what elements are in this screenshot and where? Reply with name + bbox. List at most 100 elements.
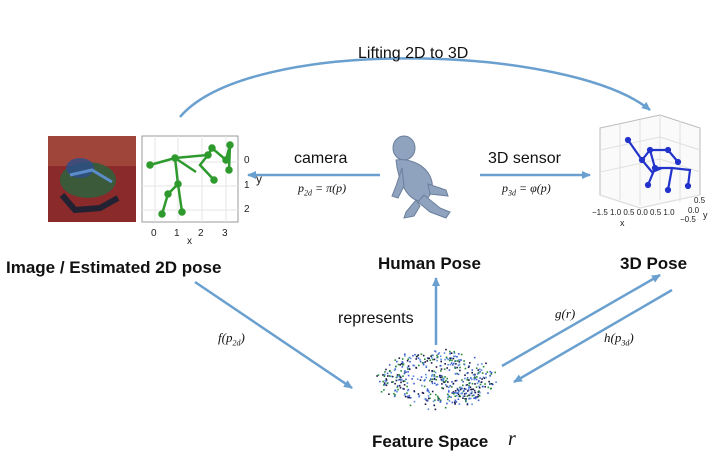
feature-point	[477, 372, 480, 374]
feature-point	[461, 379, 463, 381]
feature-point	[477, 395, 479, 398]
feature-point	[397, 388, 399, 391]
feature-point	[437, 356, 439, 358]
feature-point	[474, 383, 476, 385]
feature-point	[406, 389, 409, 392]
feature-point	[433, 370, 435, 373]
feature-point	[449, 357, 451, 359]
feature-point	[471, 394, 474, 397]
feature-point	[446, 377, 448, 380]
feature-point	[483, 377, 486, 379]
feature-point	[386, 382, 389, 384]
plot2d-ylabel: y	[256, 172, 262, 186]
feature-point	[468, 365, 470, 368]
feature-point	[470, 388, 473, 391]
feature-point	[452, 382, 455, 385]
feature-point	[396, 375, 399, 378]
feature-point	[393, 369, 396, 371]
feature-point	[393, 392, 395, 395]
plot2d-xtick: 1	[174, 228, 180, 239]
feature-point	[405, 371, 407, 373]
feature-point	[394, 368, 397, 370]
feature-point	[441, 376, 444, 378]
feature-point	[407, 358, 409, 360]
plot3d-xticks: −1.5 1.0 0.5 0.0 0.5 1.0	[592, 208, 675, 217]
feature-point	[454, 380, 457, 382]
feature-point	[476, 396, 478, 399]
feature-point	[383, 384, 385, 386]
feature-point	[413, 390, 415, 392]
feature-point	[462, 397, 464, 399]
h-arrow	[513, 288, 673, 384]
feature-point	[446, 385, 448, 388]
feature-point	[379, 380, 381, 383]
feature-point	[406, 392, 408, 394]
feature-point	[438, 352, 441, 354]
feature-point	[446, 393, 449, 396]
feature-point	[452, 357, 455, 360]
feature-point	[465, 400, 467, 403]
feature-point	[490, 373, 493, 375]
feature-point	[431, 373, 434, 376]
feature-point	[419, 358, 421, 361]
feature-point	[471, 369, 474, 371]
feature-point	[420, 353, 423, 355]
feature-point	[450, 352, 453, 354]
feature-point	[455, 372, 457, 375]
feature-point	[482, 365, 485, 368]
feature-point	[474, 373, 476, 376]
feature-point	[403, 372, 406, 375]
feature-point	[456, 392, 459, 394]
feature-point	[451, 386, 453, 388]
feature-point	[413, 364, 416, 367]
feature-point	[446, 357, 448, 360]
feature-point	[495, 381, 497, 383]
feature-point	[407, 368, 409, 370]
plot2d-xtick: 3	[222, 228, 228, 239]
feature-point	[406, 366, 409, 369]
feature-point	[456, 395, 458, 397]
feature-point	[407, 365, 410, 367]
feature-point	[434, 375, 436, 378]
feature-point	[431, 354, 433, 357]
feature-point	[426, 400, 429, 402]
feature-point	[466, 372, 469, 375]
feature-point	[472, 388, 474, 390]
feature-point	[488, 380, 490, 383]
feature-point	[463, 360, 465, 362]
feature-point	[467, 389, 470, 391]
feature-point	[391, 375, 394, 378]
feature-point	[459, 388, 462, 391]
feature-point	[422, 354, 425, 357]
feature-point	[432, 400, 435, 403]
feature-point	[475, 378, 478, 381]
feature-point	[456, 366, 458, 369]
feature-point	[473, 378, 476, 381]
feature-point	[468, 384, 470, 387]
feature-point	[448, 389, 450, 392]
feature-point	[417, 357, 420, 359]
feature-point	[484, 383, 486, 385]
feature-point	[402, 375, 404, 377]
feature-point	[486, 371, 489, 373]
feature-point	[466, 402, 469, 405]
feature-point	[447, 394, 450, 397]
feature-point	[396, 374, 399, 376]
feature-point	[407, 388, 410, 391]
feature-point	[494, 371, 496, 374]
feature-point	[482, 376, 485, 379]
feature-point	[459, 386, 462, 389]
feature-point	[444, 358, 446, 361]
feature-point	[429, 378, 432, 380]
feature-point	[421, 384, 423, 387]
plot2d-xtick: 2	[198, 228, 204, 239]
feature-point	[448, 359, 451, 362]
feature-point	[401, 361, 404, 364]
feature-point	[412, 364, 415, 367]
feature-point	[426, 390, 429, 392]
feature-point	[397, 363, 400, 366]
feature-point	[385, 380, 387, 382]
feature-point	[417, 354, 420, 356]
feature-point	[473, 389, 476, 392]
feature-point	[400, 379, 402, 381]
